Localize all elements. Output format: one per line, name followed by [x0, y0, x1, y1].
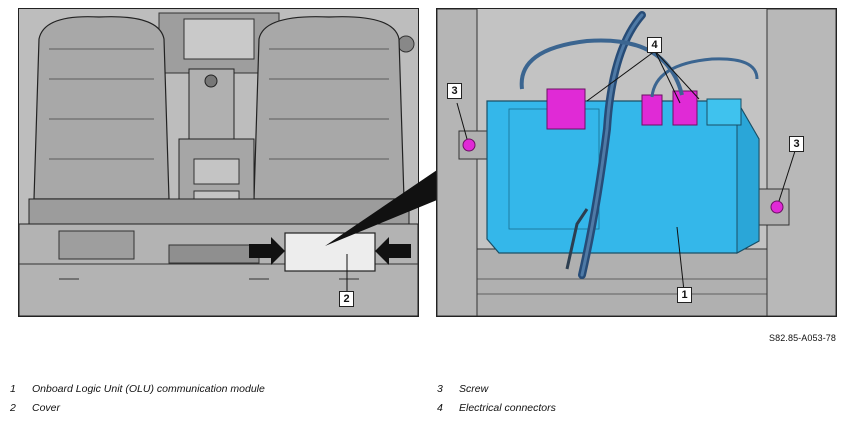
interior-line-art — [19, 9, 418, 316]
legend-number: 4 — [437, 402, 443, 414]
legend-text: Cover — [32, 402, 61, 414]
arrow-right-icon — [249, 237, 285, 265]
callout-1: 1 — [677, 287, 692, 303]
connector-shape-2 — [641, 94, 663, 126]
legend-text: Electrical connectors — [459, 402, 556, 414]
screw-left-icon — [462, 138, 476, 152]
legend-number: 2 — [10, 402, 16, 414]
callout-2: 2 — [339, 291, 354, 307]
callout-4: 4 — [647, 37, 662, 53]
cover-highlight — [284, 232, 376, 272]
legend-number: 3 — [437, 383, 443, 395]
figure-reference-code: S82.85-A053-78 — [769, 333, 836, 343]
legend-text: Screw — [459, 383, 489, 395]
vehicle-interior-illustration: 2 — [18, 8, 419, 317]
callout-3-right: 3 — [789, 136, 804, 152]
connector-shape-1 — [546, 88, 586, 130]
screw-right-icon — [770, 200, 784, 214]
callout-3-left: 3 — [447, 83, 462, 99]
legend-number: 1 — [10, 383, 16, 395]
legend-text: Onboard Logic Unit (OLU) communication m… — [32, 383, 265, 395]
module-detail-illustration: 4 3 3 1 — [436, 8, 837, 317]
module-line-art — [437, 9, 836, 316]
